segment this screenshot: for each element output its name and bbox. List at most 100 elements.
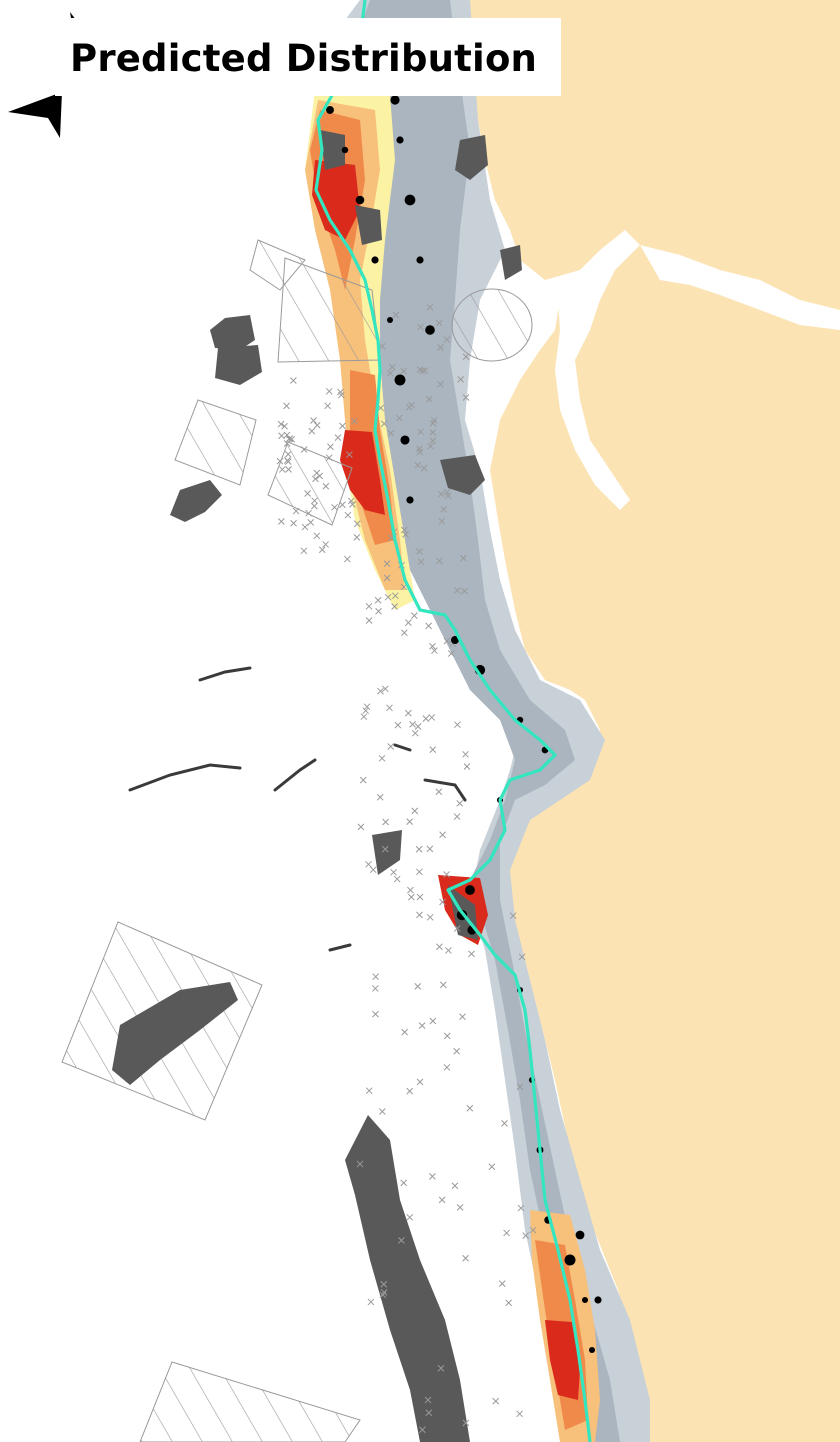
absence-marker: [360, 713, 368, 721]
absence-marker: [396, 414, 403, 422]
absence-marker: [387, 743, 395, 750]
absence-marker: [365, 1087, 373, 1095]
absence-marker: [416, 366, 424, 374]
absence-marker: [383, 560, 391, 568]
hatched-areas: [61, 239, 533, 1442]
title-panel: Predicted Distribution: [55, 18, 561, 96]
absence-marker: [386, 704, 393, 712]
absence-marker: [453, 925, 461, 932]
absence-marker: [429, 746, 437, 754]
absence-marker: [344, 511, 352, 519]
absence-marker: [304, 490, 311, 497]
absence-marker: [414, 723, 422, 730]
absence-marker: [374, 596, 382, 604]
absence-marker: [318, 546, 326, 554]
absence-marker: [371, 985, 379, 992]
survey-point: [425, 325, 435, 335]
absence-marker: [431, 647, 438, 654]
bay-water: [640, 245, 840, 330]
absence-marker: [516, 1410, 523, 1418]
absence-marker: [327, 443, 334, 451]
absence-marker: [453, 813, 461, 820]
absence-marker: [307, 518, 315, 526]
survey-point: [396, 136, 404, 144]
absence-marker: [365, 602, 373, 610]
absence-marker: [401, 1028, 408, 1036]
absence-marker: [418, 1022, 426, 1029]
absence-marker: [462, 1419, 470, 1427]
absence-marker: [283, 402, 290, 410]
absence-marker: [416, 548, 423, 555]
absence-marker: [308, 427, 316, 435]
absence-marker: [411, 807, 419, 815]
absence-marker: [425, 1409, 433, 1417]
absence-marker: [278, 466, 286, 473]
absence-marker: [439, 981, 447, 989]
absence-marker: [409, 721, 416, 728]
north-arrow-icon: [8, 92, 62, 138]
survey-point: [404, 194, 416, 206]
survey-point: [326, 106, 334, 114]
absence-marker: [381, 845, 389, 853]
absence-marker: [438, 1196, 446, 1204]
absence-marker: [440, 505, 447, 513]
absence-marker: [429, 428, 437, 436]
prediction-high-zone: [340, 430, 385, 515]
prediction-high-zone: [545, 1320, 580, 1400]
absence-marker: [277, 518, 285, 525]
absence-marker: [468, 950, 475, 958]
absence-marker: [426, 913, 434, 921]
absence-marker: [425, 622, 432, 630]
absence-marker: [466, 1104, 474, 1112]
absence-marker: [462, 394, 470, 401]
absence-marker: [292, 507, 300, 515]
absence-marker: [439, 831, 446, 839]
absence-marker: [417, 428, 424, 436]
absence-marker: [498, 1280, 506, 1287]
absence-marker: [365, 860, 372, 868]
absence-marker: [334, 434, 342, 441]
prediction-high-zone: [312, 160, 360, 240]
absence-marker: [443, 637, 451, 645]
absence-marker: [429, 642, 436, 650]
absence-marker: [384, 593, 392, 601]
absence-marker: [414, 982, 422, 990]
absence-marker: [388, 363, 396, 371]
survey-point: [564, 1254, 576, 1266]
absence-marker: [443, 1064, 451, 1071]
absence-marker: [400, 367, 408, 375]
absence-marker: [383, 574, 391, 582]
absence-marker: [443, 871, 450, 878]
absence-marker: [394, 721, 402, 729]
absence-marker: [401, 629, 408, 637]
absence-marker: [313, 421, 321, 429]
survey-point: [355, 195, 365, 205]
absence-marker: [372, 1010, 379, 1018]
absence-marker: [311, 497, 318, 505]
absence-marker: [378, 1108, 386, 1115]
absence-marker: [400, 526, 408, 534]
absence-marker: [420, 464, 428, 472]
absence-marker: [387, 429, 395, 437]
absence-marker: [454, 721, 461, 729]
survey-point: [594, 1296, 602, 1304]
absence-marker: [381, 685, 389, 693]
absence-marker: [461, 587, 468, 595]
survey-point: [575, 1230, 585, 1240]
ridge-lines: [128, 666, 467, 952]
transect-line: [314, 0, 592, 1442]
absence-marker: [429, 1017, 437, 1025]
absence-marker: [391, 603, 398, 610]
absence-marker: [380, 1280, 388, 1288]
absence-marker: [426, 845, 434, 853]
absence-marker: [462, 1254, 469, 1262]
absence-marker: [501, 1119, 508, 1127]
survey-point: [394, 374, 406, 386]
survey-point: [416, 256, 424, 264]
absence-marker: [392, 311, 400, 319]
survey-point: [451, 636, 459, 644]
absence-marker: [427, 442, 434, 450]
absence-marker: [367, 1298, 375, 1306]
absence-marker: [349, 501, 356, 508]
